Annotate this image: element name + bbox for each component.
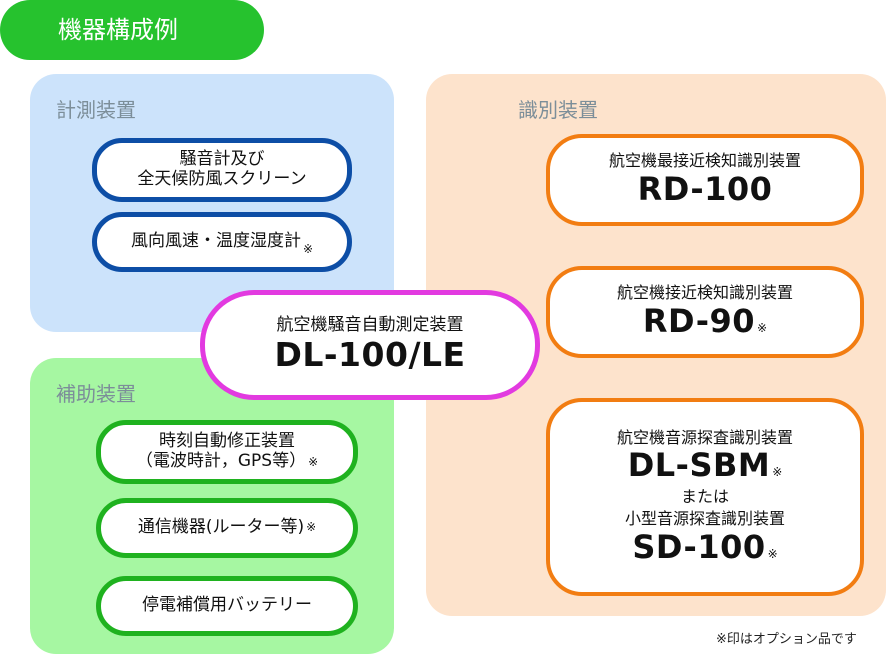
center-label: 航空機騒音自動測定装置 (276, 315, 464, 336)
comm-label: 通信機器(ルーター等) (137, 517, 305, 538)
option-mark: ※ (308, 455, 319, 469)
rd90-label: 航空機接近検知識別装置 (616, 283, 793, 303)
center-node: 航空機騒音自動測定装置 DL-100/LE (200, 290, 540, 400)
clock-line1: 時刻自動修正装置 (159, 431, 295, 452)
noise-meter-line1: 騒音計及び (179, 149, 265, 170)
or-text: または (680, 486, 729, 506)
rd100-label: 航空機最接近検知識別装置 (608, 151, 801, 171)
rd90-node: 航空機接近検知識別装置 RD-90※ (546, 266, 864, 358)
sbm-label: 航空機音源探査識別装置 (616, 427, 793, 447)
weather-meter-label: 風向風速・温度湿度計 (130, 231, 301, 252)
measurement-panel: 計測装置 (30, 74, 394, 332)
weather-meter-node: 風向風速・温度湿度計※ (92, 212, 352, 272)
comm-node: 通信機器(ルーター等)※ (96, 498, 358, 558)
rd100-model: RD-100 (637, 169, 773, 208)
identification-panel-label: 識別装置 (518, 98, 598, 122)
sd100-label: 小型音源探査識別装置 (624, 509, 785, 529)
battery-label: 停電補償用バッテリー (142, 595, 312, 616)
auxiliary-panel-label: 補助装置 (56, 382, 136, 406)
center-model: DL-100/LE (274, 334, 466, 374)
noise-meter-line2: 全天候防風スクリーン (137, 169, 307, 189)
battery-node: 停電補償用バッテリー (96, 576, 358, 636)
diagram-title: 機器構成例 (0, 0, 264, 60)
footnote: ※印はオプション品です (716, 632, 857, 647)
clock-line2: （電波時計，GPS等） (135, 451, 307, 471)
sd100-model: SD-100 (632, 527, 766, 566)
noise-meter-node: 騒音計及び 全天候防風スクリーン (92, 138, 352, 202)
option-mark: ※ (772, 465, 783, 479)
clock-node: 時刻自動修正装置 （電波時計，GPS等）※ (96, 420, 358, 484)
option-mark: ※ (757, 320, 768, 335)
option-mark: ※ (306, 520, 317, 535)
sbm-node: 航空機音源探査識別装置 DL-SBM※ または 小型音源探査識別装置 SD-10… (546, 398, 864, 596)
rd100-node: 航空機最接近検知識別装置 RD-100 (546, 134, 864, 226)
sbm-model: DL-SBM (627, 446, 771, 484)
measurement-panel-label: 計測装置 (56, 98, 136, 122)
option-mark: ※ (767, 546, 778, 561)
rd90-model: RD-90 (642, 301, 756, 340)
option-mark: ※ (302, 242, 314, 257)
